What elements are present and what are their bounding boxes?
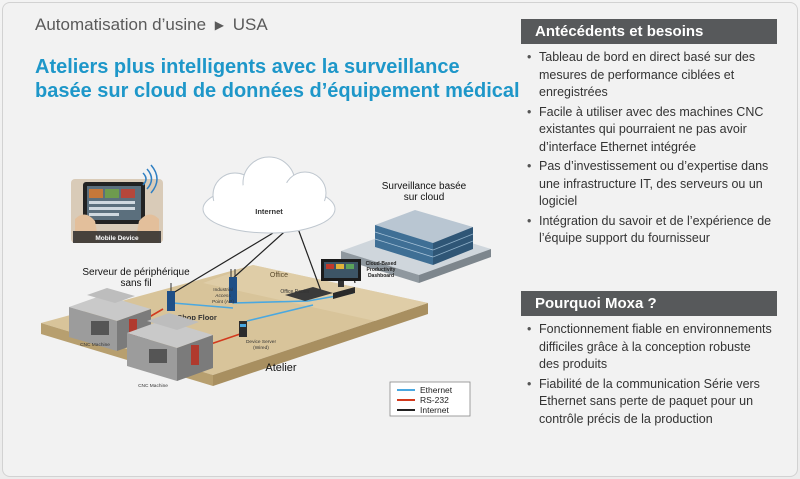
cnc-machine-1-label: CNC Machine [80, 342, 110, 348]
access-point-label-line-3: Point (AP) [212, 299, 234, 305]
atelier-label: Atelier [265, 362, 297, 374]
list-item: Fonctionnement fiable en environnements … [521, 321, 791, 374]
wireless-device-server-icon [167, 283, 175, 311]
dashboard-label-line-3: Dashboard [368, 273, 394, 279]
breadcrumb-region[interactable]: USA [232, 15, 268, 34]
diagram-legend: Ethernet RS-232 Internet [389, 381, 471, 417]
list-item: Fiabilité de la communication Série vers… [521, 376, 791, 429]
wireless-server-label-line-1: Serveur de périphérique [82, 267, 190, 278]
office-desk-icon [285, 287, 355, 301]
section-heading-background: Antécédents et besoins [521, 19, 777, 44]
tablet-device-icon [71, 179, 163, 243]
wifi-signal-icon [142, 164, 158, 194]
cnc-machine-1-icon [69, 288, 151, 351]
cnc-machine-2-label: CNC Machine [138, 383, 168, 389]
cloud-monitoring-label-line-1: Surveillance basée [382, 181, 467, 192]
office-router-label: Office Router [280, 289, 310, 295]
device-server-label-line-1: Device Server [246, 339, 277, 345]
shop-floor-label: Shop Floor [177, 313, 217, 322]
page-title-line-1: Ateliers plus intelligents avec la surve… [35, 56, 460, 78]
cnc-machine-2-icon [127, 313, 213, 381]
list-item: Intégration du savoir et de l’expérience… [521, 213, 791, 248]
data-center-building-icon [341, 210, 491, 283]
cloud-monitoring-label-line-2: sur cloud [404, 192, 445, 203]
breadcrumb-category[interactable]: Automatisation d’usine [35, 15, 207, 34]
page-title: Ateliers plus intelligents avec la surve… [35, 55, 520, 103]
breadcrumb-arrow-icon: ▶ [214, 18, 225, 32]
internet-label: Internet [255, 207, 283, 216]
access-point-icon [229, 269, 237, 303]
network-diagram: Internet Surveillance basée sur cloud [41, 156, 491, 417]
wired-device-server-icon [239, 321, 247, 337]
legend-internet-label: Internet [420, 405, 449, 415]
legend-ethernet-label: Ethernet [420, 385, 453, 395]
breadcrumb: Automatisation d’usine ▶ USA [35, 15, 268, 35]
dashboard-label-line-1: Cloud-Based [366, 261, 397, 267]
list-item: Tableau de bord en direct basé sur des m… [521, 49, 791, 102]
cloud-icon [202, 156, 336, 234]
page-title-line-2: basée sur cloud de données d’équipement … [35, 80, 520, 102]
access-point-label-line-2: Access [214, 293, 231, 299]
device-server-label-line-2: (Wired) [253, 345, 269, 351]
why-moxa-list: Fonctionnement fiable en environnements … [521, 321, 791, 430]
list-item: Pas d’investissement ou d’expertise dans… [521, 158, 791, 211]
background-list: Tableau de bord en direct basé sur des m… [521, 49, 791, 250]
office-label: Office [270, 272, 288, 279]
dashboard-label-line-2: Productivity [367, 267, 396, 273]
legend-rs232-label: RS-232 [420, 395, 449, 405]
dashboard-monitor-icon [321, 259, 361, 287]
wireless-server-label-line-2: sans fil [120, 278, 151, 289]
access-point-label-line-1: Industrial [213, 287, 232, 293]
mobile-device-label: Mobile Device [95, 235, 139, 242]
list-item: Facile à utiliser avec des machines CNC … [521, 104, 791, 157]
section-heading-why-moxa: Pourquoi Moxa ? [521, 291, 777, 316]
